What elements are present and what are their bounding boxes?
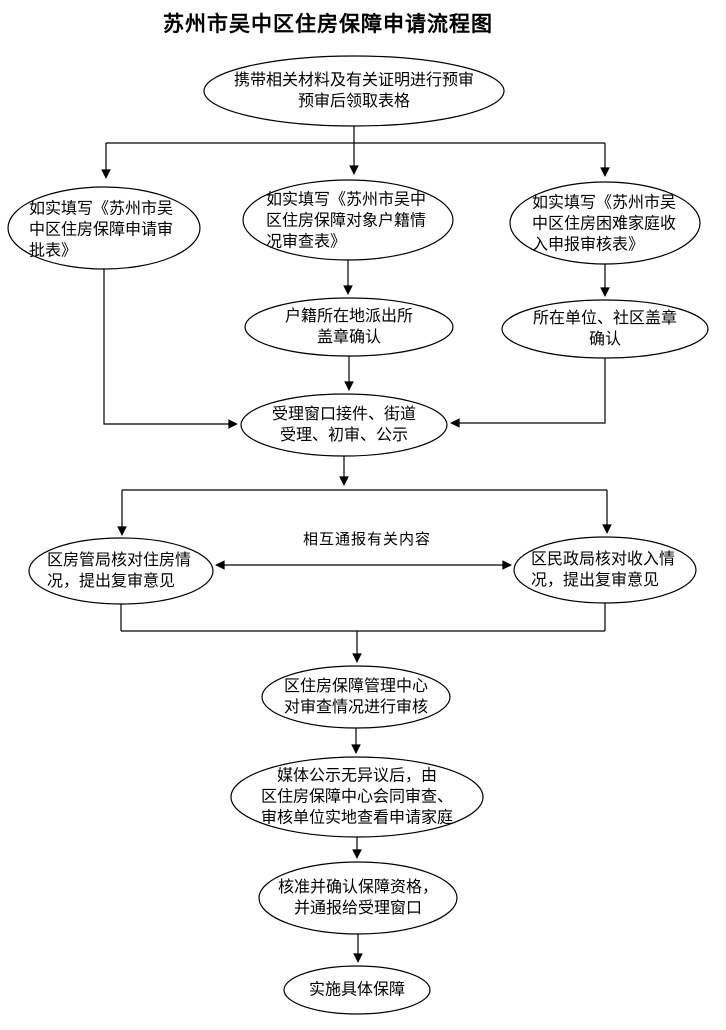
- arrow-approval-to-window: [103, 269, 238, 429]
- node-label-implement: 实施具体保障: [308, 981, 405, 999]
- node-ellipse-unit-stamp: [501, 299, 709, 359]
- page-title: 苏州市吴中区住房保障申请流程图: [163, 13, 493, 36]
- node-ellipse-window-accept: [240, 393, 448, 457]
- node-ellipse-mgmt-center: [261, 665, 451, 729]
- node-label-mgmt-center: 区住房保障管理中心 对审查情况进行审核: [283, 678, 428, 716]
- node-label-income-form: 如实填写《苏州市吴 中区住房困难家庭收 入申报审核表》: [532, 194, 677, 254]
- node-label-civil-affairs: 区民政局核对收入情 况，提出复审意见: [531, 551, 676, 589]
- node-ellipse-income-form: [509, 181, 701, 265]
- node-ellipse-pre-review: [203, 55, 505, 127]
- node-label-approve: 核准并确认保障资格， 并通报给受理窗口: [277, 879, 438, 917]
- node-ellipse-police-stamp: [244, 297, 454, 357]
- node-ellipse-form-approval: [7, 186, 201, 270]
- node-ellipse-housing-bureau: [28, 537, 214, 605]
- node-ellipse-civil-affairs: [513, 536, 697, 604]
- node-ellipse-media-check: [230, 756, 484, 838]
- node-label-window-accept: 受理窗口接件、街道 受理、初审、公示: [271, 406, 416, 444]
- node-ellipse-household-form: [242, 179, 454, 261]
- node-label-form-approval: 如实填写《苏州市吴 中区住房保障申请审 批表》: [29, 200, 174, 260]
- label-mutual-report: 相互通报有关内容: [303, 532, 432, 548]
- node-label-police-stamp: 户籍所在地派出所 盖章确认: [284, 308, 413, 346]
- node-label-household-form: 如实填写《苏州市吴中 区住房保障对象户籍情 况审查表》: [266, 191, 427, 251]
- node-label-unit-stamp: 所在单位、社区盖章 确认: [532, 310, 677, 348]
- node-ellipse-approve: [258, 861, 458, 935]
- node-ellipse-implement: [283, 965, 431, 1015]
- arrow-unit-to-window: [450, 358, 606, 428]
- node-label-pre-review: 携带相关材料及有关证明进行预审 预审后领取表格: [233, 72, 474, 110]
- node-label-media-check: 媒体公示无异议后，由 区住房保障中心会同审查、 审核单位实地查看申请家庭: [260, 767, 453, 827]
- node-label-housing-bureau: 区房管局核对住房情 况，提出复审意见: [47, 552, 192, 590]
